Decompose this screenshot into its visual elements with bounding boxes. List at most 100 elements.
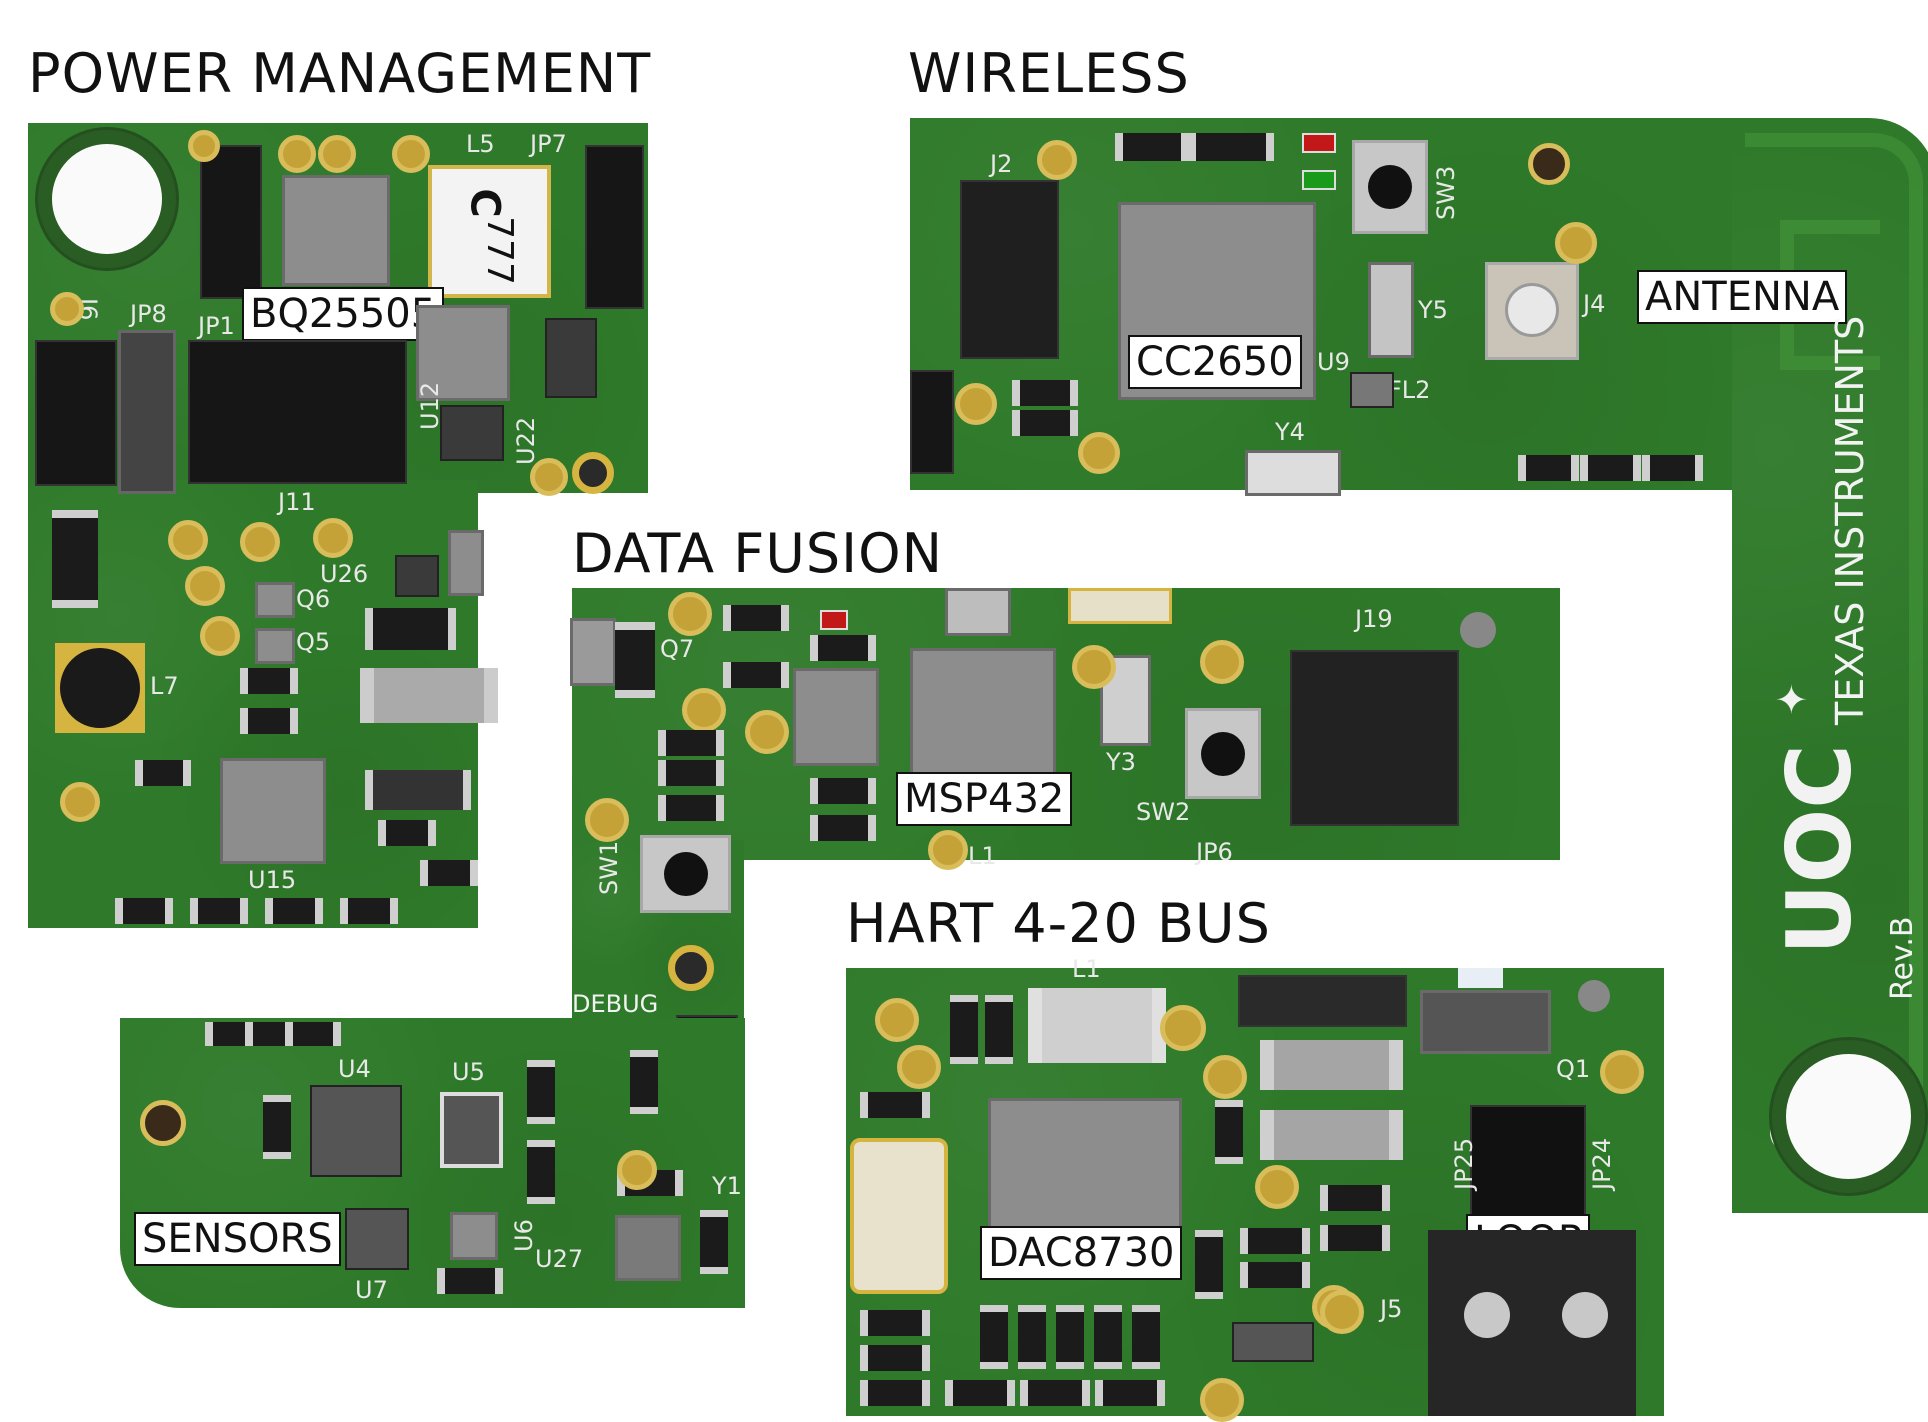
via [617, 1150, 657, 1190]
silk-j5: J5 [1380, 1295, 1403, 1323]
chip-u22 [545, 318, 597, 398]
via [1255, 1165, 1299, 1209]
inductor-l7 [60, 648, 140, 728]
via [60, 782, 100, 822]
smd-v [527, 1060, 555, 1124]
header-hart [1238, 975, 1407, 1027]
label-msp432: MSP432 [896, 772, 1073, 826]
silk-l5: L5 [466, 130, 495, 158]
smd-v [1215, 1100, 1243, 1164]
smd [240, 668, 298, 694]
smd [115, 898, 173, 924]
via [140, 1100, 186, 1146]
smd-v [950, 995, 978, 1064]
via [188, 130, 220, 162]
terminal-screw-1 [1464, 1292, 1510, 1338]
antenna-connector [1505, 283, 1559, 337]
via [1555, 222, 1597, 264]
ti-logo-icon: ✦ [1770, 682, 1816, 716]
crystal-y4 [1245, 450, 1341, 496]
via [682, 688, 726, 732]
silk-debug: DEBUG [572, 990, 659, 1018]
via-dark [572, 452, 614, 494]
smd [723, 662, 789, 688]
chip-small [1232, 1322, 1314, 1362]
smd [1095, 1380, 1165, 1406]
chip-u4 [310, 1085, 402, 1177]
silk-u26: U26 [320, 560, 369, 588]
silk-q1: Q1 [1556, 1055, 1591, 1083]
switch-sw1[interactable] [640, 835, 731, 913]
inductor-marking: C [461, 188, 508, 218]
smd-v [1195, 1230, 1223, 1299]
silk-q5: Q5 [296, 628, 331, 656]
label-antenna: ANTENNA [1637, 270, 1848, 324]
silk-j19: J19 [1355, 605, 1393, 633]
smd-1 [365, 608, 456, 650]
via [185, 566, 225, 606]
via [1600, 1050, 1644, 1094]
smd [1240, 1262, 1310, 1288]
silk-q7: Q7 [660, 635, 695, 663]
header-jp1 [200, 145, 262, 299]
header-loop[interactable] [1470, 1105, 1586, 1227]
via [1528, 143, 1570, 185]
header-j11 [188, 340, 407, 484]
smd [658, 795, 724, 821]
smd [658, 730, 724, 756]
via [168, 520, 208, 560]
silk-l7: L7 [150, 672, 179, 700]
smd [860, 1380, 930, 1406]
via [928, 830, 968, 870]
led-red [1302, 133, 1336, 153]
antenna-trace [1745, 133, 1923, 1133]
fiducial [1578, 980, 1610, 1012]
switch-sw2[interactable] [1185, 708, 1261, 799]
via [1200, 1378, 1244, 1422]
via [955, 383, 997, 425]
smd [1020, 1380, 1090, 1406]
smd [658, 760, 724, 786]
smd-v [527, 1140, 555, 1204]
smd [420, 860, 478, 886]
via [278, 135, 316, 173]
switch-sw3[interactable] [1352, 140, 1428, 234]
cap-2 [1260, 1110, 1403, 1160]
via [1320, 1290, 1364, 1334]
silk-u22: U22 [512, 416, 540, 465]
crystal-hart [850, 1138, 948, 1294]
revision-label: Rev.B [1885, 916, 1920, 1001]
smd [378, 820, 436, 846]
chip-u15 [220, 758, 326, 864]
inductor-l5 [428, 165, 551, 298]
inductor-l1 [1028, 988, 1166, 1063]
header-j6 [35, 340, 117, 486]
power-management-title: POWER MANAGEMENT [28, 42, 652, 105]
smd-v [263, 1095, 291, 1159]
chip-sensor-hub [793, 668, 879, 766]
smd-v [615, 622, 655, 698]
chip-q1 [1420, 990, 1551, 1054]
smd [1240, 1228, 1310, 1254]
crystal-top [1068, 588, 1172, 624]
smd [265, 898, 323, 924]
wireless-title: WIRELESS [908, 42, 1190, 105]
header-side [910, 370, 954, 474]
chip-q1-tab [1458, 968, 1503, 988]
via [745, 710, 789, 754]
header-j19 [1290, 650, 1459, 826]
via [668, 592, 712, 636]
smd-v [630, 1050, 658, 1114]
silk-fl2: FL2 [1388, 376, 1431, 404]
smd-v [1132, 1305, 1160, 1369]
silk-sw1: SW1 [595, 840, 623, 895]
chip-side [448, 530, 484, 596]
smd [1580, 455, 1641, 481]
via [1160, 1005, 1206, 1051]
antenna-trace-2 [1780, 220, 1880, 370]
chip-edge [570, 618, 616, 686]
smd [860, 1345, 930, 1371]
uoc-logo: UOC [1768, 744, 1871, 955]
smd [1012, 410, 1078, 436]
smd [860, 1310, 930, 1336]
